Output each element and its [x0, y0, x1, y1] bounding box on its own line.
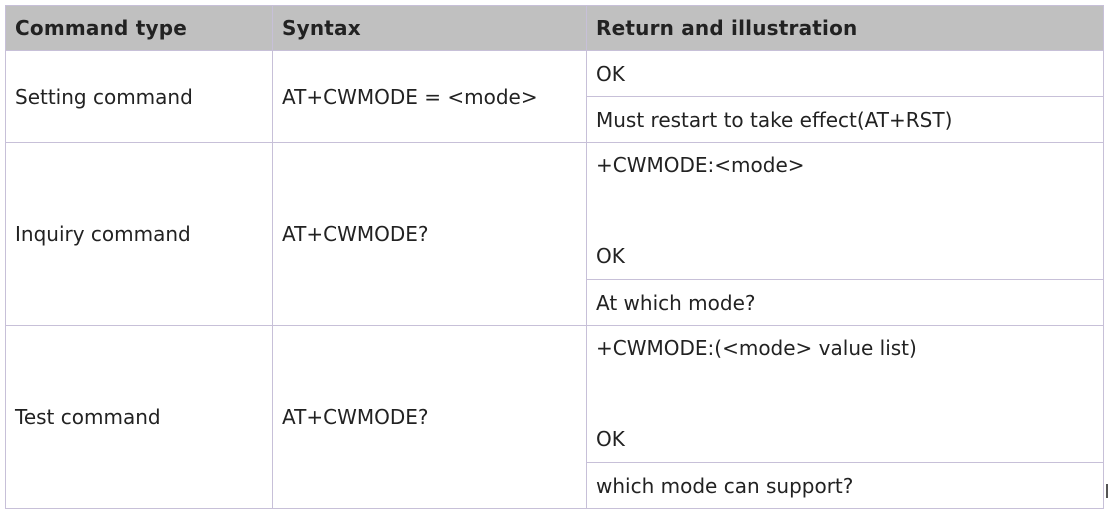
table-row: At which mode? — [6, 279, 1104, 326]
edge-mark — [1106, 484, 1108, 498]
illustration-cell: At which mode? — [586, 279, 1104, 326]
return-line: +CWMODE:(<mode> value list) — [596, 336, 917, 360]
table-row: Must restart to take effect(AT+RST) — [6, 96, 1104, 143]
command-table: Command type Syntax Return and illustrat… — [5, 5, 1104, 509]
return-spacer — [596, 188, 1094, 234]
syntax-cell: AT+CWMODE = <mode> — [272, 50, 587, 143]
syntax-cell: AT+CWMODE? — [272, 142, 587, 326]
return-spacer — [596, 371, 1094, 417]
return-line: OK — [596, 427, 625, 451]
command-type-cell: Test command — [5, 325, 273, 509]
return-line: OK — [596, 244, 625, 268]
return-cell: OK — [586, 50, 1104, 97]
table-row: Inquiry command AT+CWMODE? +CWMODE:<mode… — [5, 142, 1104, 326]
return-cell: +CWMODE:(<mode> value list) OK — [586, 325, 1104, 463]
header-return: Return and illustration — [586, 5, 1104, 51]
return-line: OK — [596, 61, 625, 86]
return-line: +CWMODE:<mode> — [596, 153, 805, 177]
header-syntax: Syntax — [272, 5, 587, 51]
header-command-type: Command type — [5, 5, 273, 51]
illustration-cell: Must restart to take effect(AT+RST) — [586, 96, 1104, 143]
table-header-row: Command type Syntax Return and illustrat… — [5, 5, 1104, 51]
return-cell: +CWMODE:<mode> OK — [586, 142, 1104, 280]
illustration-cell: which mode can support? — [586, 462, 1104, 509]
command-type-cell: Inquiry command — [5, 142, 273, 326]
table-row: which mode can support? — [6, 462, 1104, 509]
syntax-cell: AT+CWMODE? — [272, 325, 587, 509]
command-type-cell: Setting command — [5, 50, 273, 143]
table-row: Setting command AT+CWMODE = <mode> OK — [5, 50, 1104, 143]
table-row: Test command AT+CWMODE? +CWMODE:(<mode> … — [5, 325, 1104, 509]
